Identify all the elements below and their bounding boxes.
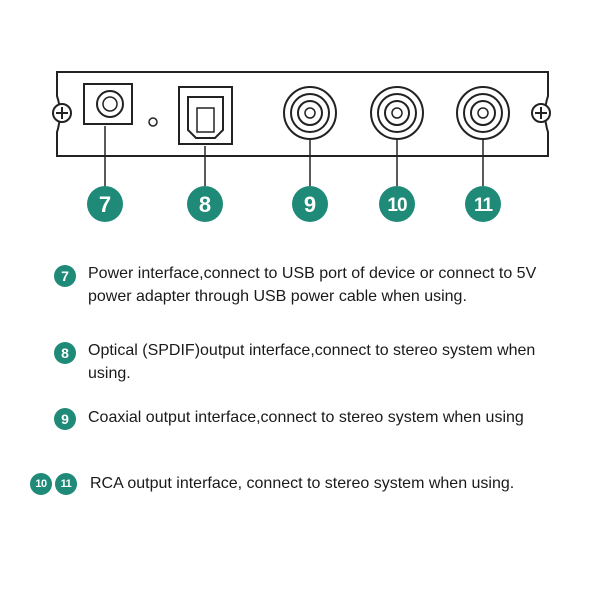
callout-9-label: 9 — [304, 192, 316, 217]
optical-port-icon — [178, 86, 233, 145]
callout-10-label: 10 — [387, 195, 407, 216]
description-optical-text: Optical (SPDIF)output interface,connect … — [88, 342, 536, 382]
badge-8: 8 — [54, 342, 76, 364]
badge-10: 10 — [30, 473, 52, 495]
description-coaxial-text: Coaxial output interface,connect to ster… — [88, 409, 524, 426]
callout-11-label: 11 — [474, 195, 494, 216]
badge-7: 7 — [54, 265, 76, 287]
description-power-text: Power interface,connect to USB port of d… — [88, 265, 537, 305]
power-jack-icon — [83, 83, 133, 125]
callout-7: 7 — [87, 186, 123, 222]
callout-9: 9 — [292, 186, 328, 222]
badge-9: 9 — [54, 408, 76, 430]
callout-11: 11 — [465, 186, 501, 222]
callout-10: 10 — [379, 186, 415, 222]
badge-11: 11 — [55, 473, 77, 495]
left-screw-icon — [52, 103, 72, 123]
callout-8: 8 — [187, 186, 223, 222]
callout-7-label: 7 — [99, 192, 111, 217]
right-screw-icon — [531, 103, 551, 123]
led-indicator-icon — [148, 117, 158, 127]
rca-jack-right-icon — [456, 86, 510, 140]
leader-lines — [104, 126, 484, 186]
description-rca-text: RCA output interface, connect to stereo … — [90, 475, 515, 492]
callout-8-label: 8 — [199, 192, 211, 217]
rca-jack-left-icon — [370, 86, 424, 140]
coaxial-jack-icon — [283, 86, 337, 140]
